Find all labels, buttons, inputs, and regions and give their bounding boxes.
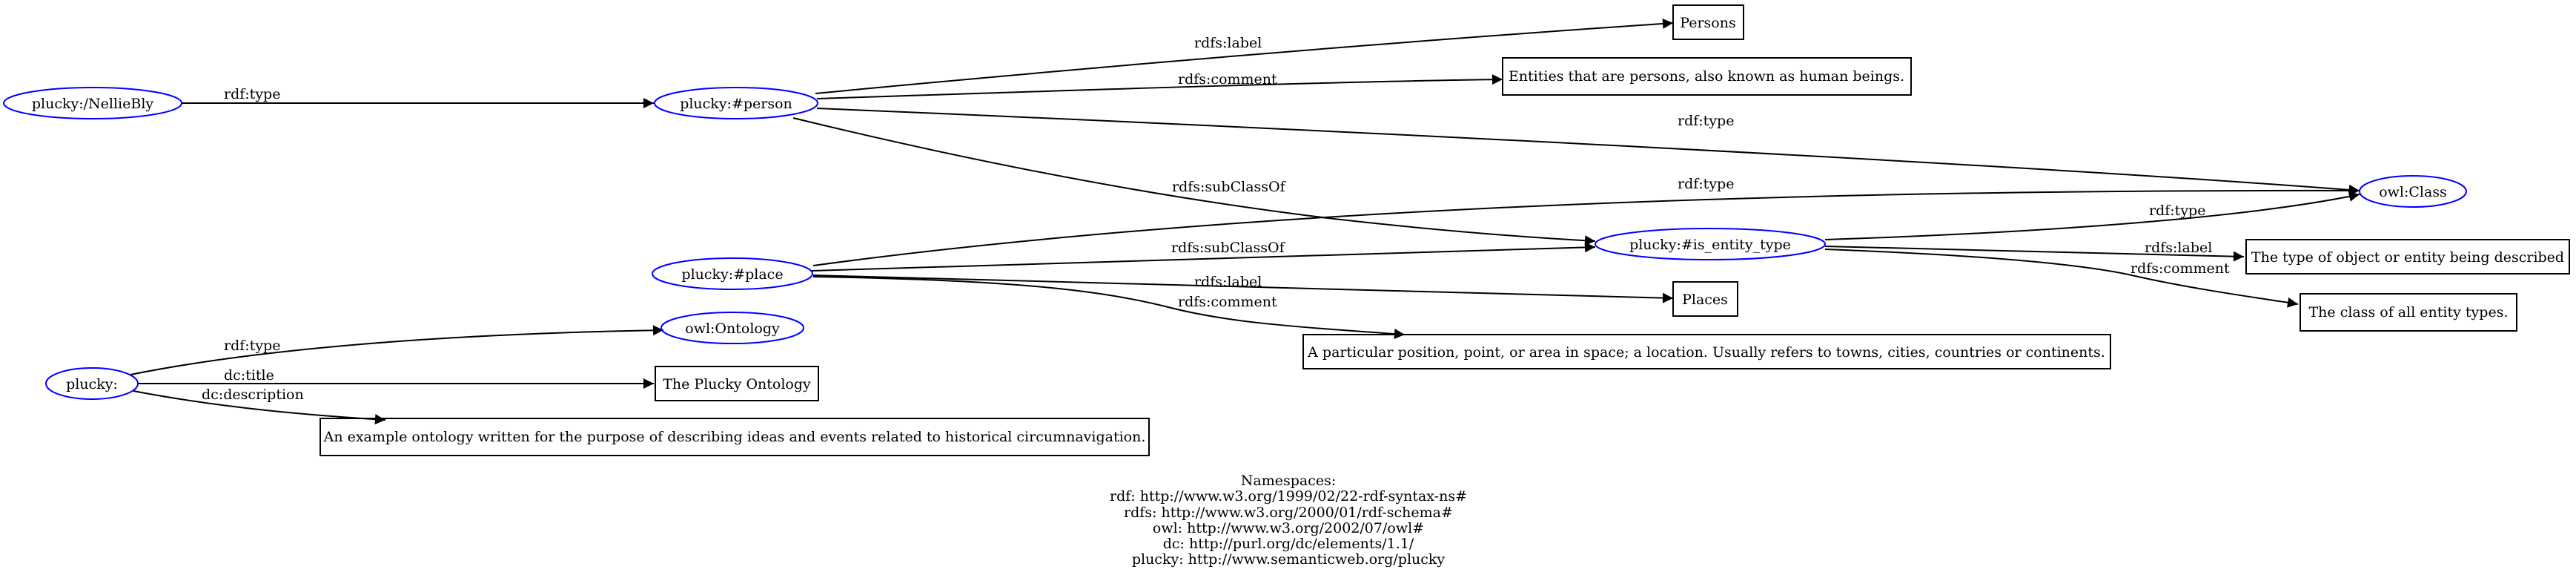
edge-label-place-label: rdfs:label <box>1194 274 1262 290</box>
edge-label-person-type: rdf:type <box>1678 113 1734 129</box>
node-owl-class[interactable]: owl:Class <box>2359 175 2467 208</box>
edge-label-place-type: rdf:type <box>1678 176 1734 192</box>
literal-place-comment-text: A particular position, point, or area in… <box>1307 344 2105 361</box>
node-owl-ontology[interactable]: owl:Ontology <box>660 312 804 344</box>
edge-person-type <box>816 108 2360 195</box>
namespaces-legend: Namespaces: rdf: http://www.w3.org/1999/… <box>1110 473 1467 568</box>
edge-entity-type-type <box>1824 191 2360 240</box>
edge-labels: rdf:type rdfs:label rdfs:comment rdf:typ… <box>202 35 2230 403</box>
node-nellie[interactable]: plucky:/NellieBly <box>3 87 182 119</box>
node-place[interactable]: plucky:#place <box>652 257 813 290</box>
literal-title[interactable]: The Plucky Ontology <box>655 366 819 401</box>
resource-nodes: plucky:/NellieBly plucky:#person owl:Cla… <box>3 87 2467 400</box>
namespaces-heading: Namespaces: <box>1241 473 1337 489</box>
edge-label-plucky-description: dc:description <box>202 387 304 403</box>
edge-label-entity-type-comment: rdfs:comment <box>2130 260 2230 277</box>
edge-label-plucky-title: dc:title <box>224 367 274 384</box>
literal-entity-comment-text: The class of all entity types. <box>2309 304 2509 320</box>
namespace-rdfs: rdfs: http://www.w3.org/2000/01/rdf-sche… <box>1124 504 1453 521</box>
node-owl-ontology-label: owl:Ontology <box>685 320 780 337</box>
edge-person-subclass <box>792 117 1596 246</box>
edge-label-plucky-type: rdf:type <box>224 338 280 354</box>
literal-entity-label[interactable]: The type of object or entity being descr… <box>2245 239 2570 275</box>
edge-label-person-subclass: rdfs:subClassOf <box>1172 179 1287 195</box>
edge-label-person-label: rdfs:label <box>1194 35 1262 51</box>
literal-entity-label-text: The type of object or entity being descr… <box>2251 249 2564 266</box>
node-place-label: plucky:#place <box>681 266 783 283</box>
namespace-dc: dc: http://purl.org/dc/elements/1.1/ <box>1163 536 1414 552</box>
literal-title-text: The Plucky Ontology <box>663 376 811 392</box>
edge-place-comment <box>812 276 1405 339</box>
literal-description-text: An example ontology written for the purp… <box>323 429 1146 445</box>
edge-entity-type-label <box>1824 246 2245 262</box>
edge-label-entity-type-type: rdf:type <box>2149 203 2205 219</box>
edge-label-nellie-type: rdf:type <box>224 86 280 102</box>
node-entity-type-label: plucky:#is_entity_type <box>1629 237 1791 253</box>
edge-person-comment <box>816 74 1503 99</box>
literal-description[interactable]: An example ontology written for the purp… <box>319 418 1150 456</box>
edge-label-place-subclass: rdfs:subClassOf <box>1171 240 1286 256</box>
edge-entity-type-comment <box>1824 249 2299 308</box>
edge-place-label <box>812 275 1674 303</box>
node-person-label: plucky:#person <box>680 96 792 112</box>
literal-persons-comment-text: Entities that are persons, also known as… <box>1509 68 1904 85</box>
node-owl-class-label: owl:Class <box>2379 184 2447 200</box>
literal-place-comment[interactable]: A particular position, point, or area in… <box>1302 334 2111 369</box>
node-person[interactable]: plucky:#person <box>654 87 818 119</box>
node-plucky-label: plucky: <box>66 376 118 392</box>
literal-persons[interactable]: Persons <box>1672 4 1744 40</box>
namespace-rdf: rdf: http://www.w3.org/1999/02/22-rdf-sy… <box>1110 488 1467 504</box>
literal-persons-comment[interactable]: Entities that are persons, also known as… <box>1502 57 1912 96</box>
literal-places-text: Places <box>1682 292 1728 308</box>
literal-persons-text: Persons <box>1680 15 1735 31</box>
literal-entity-comment[interactable]: The class of all entity types. <box>2299 293 2517 332</box>
node-entity-type[interactable]: plucky:#is_entity_type <box>1595 228 1826 260</box>
namespace-owl: owl: http://www.w3.org/2002/07/owl# <box>1153 520 1424 536</box>
edge-place-type <box>812 185 2360 266</box>
edge-label-person-comment: rdfs:comment <box>1178 71 1277 88</box>
namespace-plucky: plucky: http://www.semanticweb.org/pluck… <box>1132 551 1446 568</box>
edges <box>130 18 2360 425</box>
literal-places[interactable]: Places <box>1672 281 1738 317</box>
edge-person-label <box>815 18 1674 94</box>
node-plucky[interactable]: plucky: <box>45 367 139 400</box>
edge-plucky-type <box>130 325 664 375</box>
literal-nodes: Persons Entities that are persons, also … <box>319 4 2570 456</box>
edge-label-entity-type-label: rdfs:label <box>2145 240 2212 256</box>
node-nellie-label: plucky:/NellieBly <box>32 96 154 112</box>
edge-label-place-comment: rdfs:comment <box>1178 294 1277 310</box>
